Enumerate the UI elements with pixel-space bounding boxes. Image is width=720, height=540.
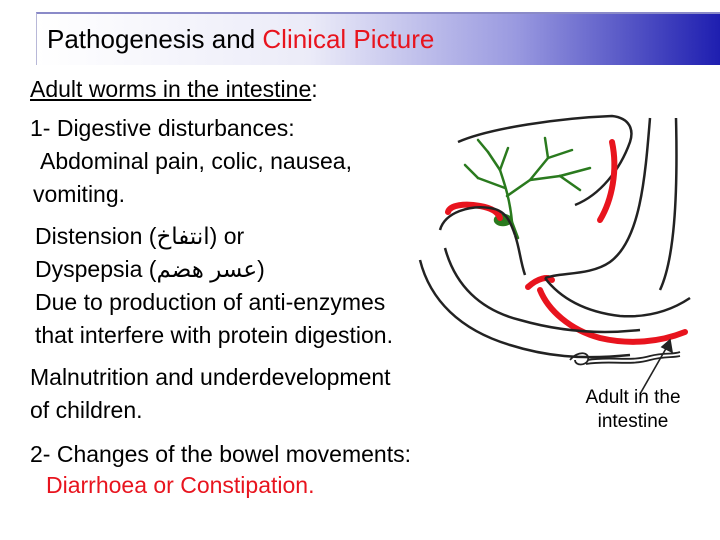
symptoms-line-2: vomiting. — [33, 181, 126, 207]
title-accent: Clinical Picture — [262, 24, 435, 54]
distension-suffix: ) or — [209, 223, 245, 249]
malnutrition-line-1: Malnutrition and underdevelopment — [30, 364, 391, 390]
distension-label: Distension ( — [35, 223, 157, 249]
stomach-red-lining — [445, 139, 688, 345]
figure-caption: Adult in the intestine — [585, 387, 681, 432]
liver-outline — [457, 114, 633, 207]
stomach-outline — [418, 117, 691, 359]
bile-ducts — [463, 136, 592, 240]
malnutrition-line-2: of children. — [30, 397, 143, 423]
heading-adult-worms: Adult worms in the intestine: — [30, 78, 318, 101]
distension-arabic: انتفاخ — [156, 223, 210, 249]
symptoms-line-1: Abdominal pain, colic, nausea, — [40, 148, 352, 174]
heading-colon: : — [311, 76, 318, 102]
due-line-2: that interfere with protein digestion. — [35, 322, 393, 348]
slide-title: Pathogenesis and Clinical Picture — [47, 24, 434, 55]
dyspepsia-arabic: عسر هضم — [156, 256, 258, 282]
heading-text: Adult worms in the intestine — [30, 76, 312, 102]
caption-arrow — [639, 338, 674, 395]
item-bowel-movements: 2- Changes of the bowel movements: — [30, 441, 411, 467]
dyspepsia-suffix: ) — [257, 256, 265, 282]
dyspepsia-label: Dyspepsia ( — [35, 256, 157, 282]
title-main: Pathogenesis and — [47, 24, 263, 54]
due-line-1: Due to production of anti-enzymes — [35, 289, 386, 315]
item-bowel-detail: Diarrhoea or Constipation. — [46, 472, 315, 498]
item-digestive: 1- Digestive disturbances: — [30, 115, 295, 141]
title-bar: Pathogenesis and Clinical Picture — [36, 12, 720, 65]
dyspepsia-line: Dyspepsia (عسر هضم) — [35, 258, 265, 281]
adult-worm — [569, 351, 681, 366]
distension-line: Distension (انتفاخ) or — [35, 225, 244, 248]
